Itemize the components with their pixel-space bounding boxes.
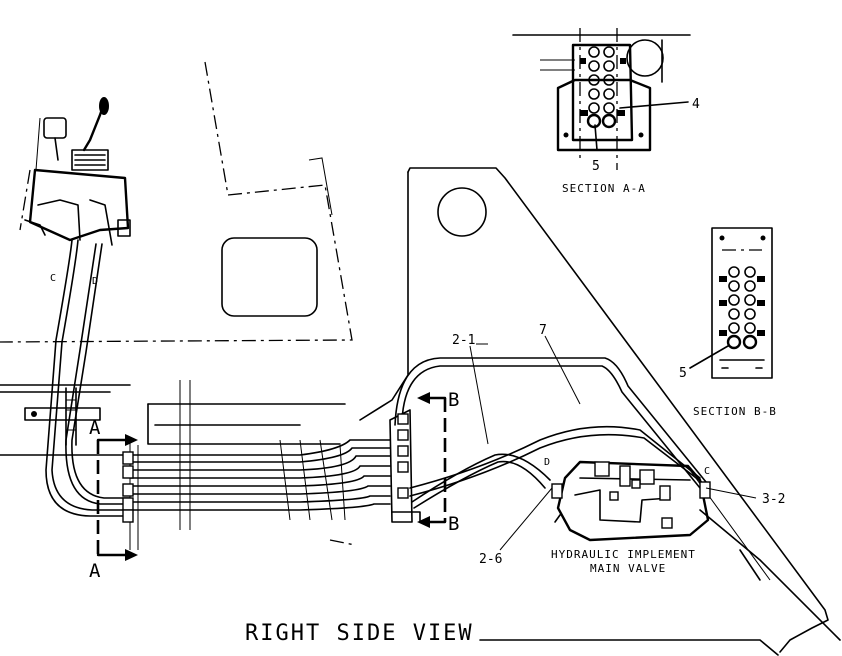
control-lever-assembly — [19, 97, 131, 246]
section-a-a-detail — [512, 28, 691, 170]
hose-bundle — [129, 380, 391, 530]
section-cut-b — [417, 392, 447, 528]
boom-hoses — [394, 357, 707, 509]
frame-window — [221, 237, 318, 317]
frame-outline — [0, 61, 356, 546]
callout-3-2: 3-2 — [762, 492, 785, 507]
callout-4: 4 — [692, 97, 700, 112]
loader-frame — [359, 167, 841, 656]
callout-5-mid: 5 — [679, 366, 687, 381]
port-label-c-right: C — [704, 466, 710, 477]
component-label-line1: HYDRAULIC IMPLEMENT — [551, 548, 696, 561]
callout-7: 7 — [539, 323, 547, 338]
section-marker-a-bottom: A — [89, 560, 101, 582]
section-cut-a — [96, 434, 138, 561]
section-b-b-fittings — [719, 266, 765, 350]
port-label-c-left: C — [50, 273, 56, 284]
callout-2-6: 2-6 — [479, 552, 502, 567]
implement-main-valve — [551, 460, 711, 542]
pilot-hoses — [45, 239, 131, 517]
frame-pin-hole — [437, 187, 487, 237]
component-label-line2: MAIN VALVE — [590, 562, 666, 575]
section-b-b-detail — [689, 227, 773, 379]
section-marker-b-bottom: B — [448, 513, 459, 535]
section-marker-b-top: B — [448, 389, 459, 411]
right-manifold — [389, 409, 421, 523]
section-marker-a-top: A — [89, 417, 101, 439]
left-manifold — [122, 451, 134, 523]
section-b-b-label: SECTION B-B — [693, 405, 777, 418]
callout-2-1: 2-1 — [452, 333, 475, 348]
view-title: RIGHT SIDE VIEW — [245, 621, 474, 646]
section-a-a-label: SECTION A-A — [562, 182, 646, 195]
section-a-a-fittings — [563, 46, 644, 138]
callout-5-top: 5 — [592, 159, 600, 174]
leader-lines — [469, 335, 757, 551]
port-label-d-left: D — [92, 276, 98, 287]
port-label-d-right: D — [544, 457, 550, 468]
